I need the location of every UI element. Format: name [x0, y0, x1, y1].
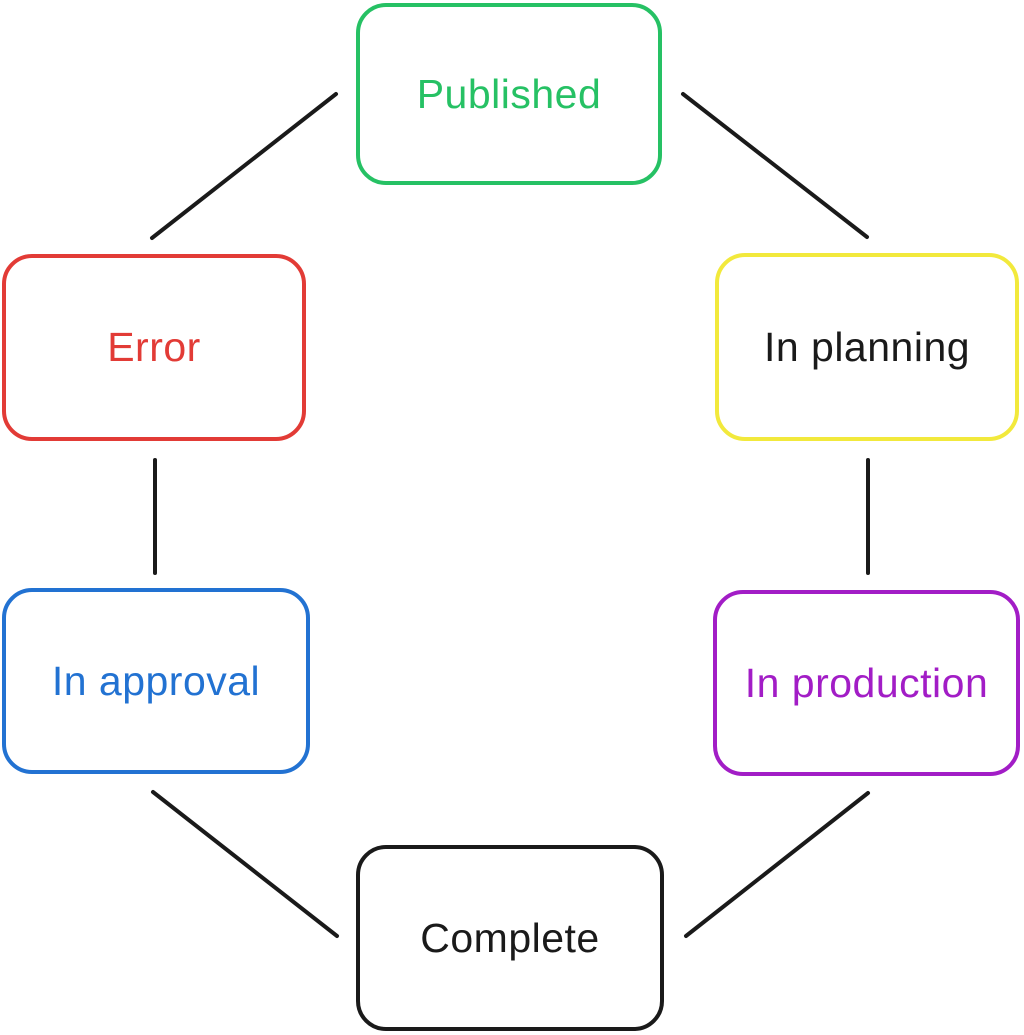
node-error: Error	[2, 254, 306, 441]
edge-published-to-in-planning	[681, 92, 869, 239]
node-complete: Complete	[356, 845, 664, 1031]
node-in-production-label: In production	[744, 659, 989, 706]
node-published: Published	[356, 3, 662, 185]
node-in-planning: In planning	[715, 253, 1019, 441]
edge-error-to-published	[150, 92, 338, 240]
node-published-label: Published	[416, 70, 602, 117]
node-in-production: In production	[713, 590, 1020, 776]
node-in-approval: In approval	[2, 588, 310, 774]
node-in-planning-label: In planning	[763, 323, 971, 370]
node-in-approval-label: In approval	[51, 657, 261, 704]
node-complete-label: Complete	[420, 914, 600, 961]
edge-in-production-to-complete	[684, 791, 870, 938]
edge-complete-to-in-approval	[151, 790, 339, 938]
node-error-label: Error	[107, 324, 201, 370]
